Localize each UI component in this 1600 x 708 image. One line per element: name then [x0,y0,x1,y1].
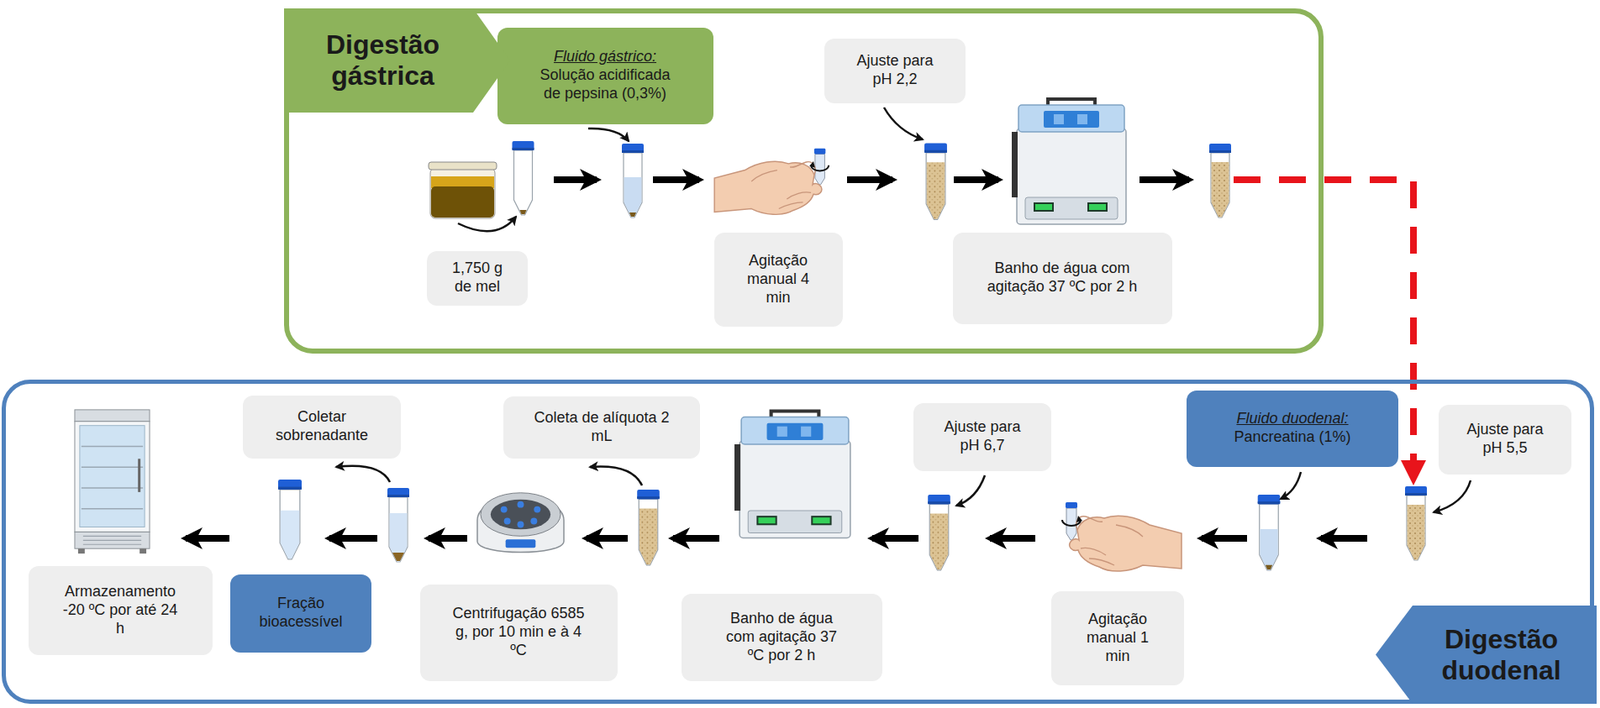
tube [1209,143,1232,218]
step-box: Fluido duodenal:Pancreatina (1%) [1186,390,1399,468]
step-box: Banho de água com agitação 37 ºC por 2 h [681,594,883,682]
box-text: Coletar sobrenadante [271,408,373,446]
pointer-arrow [1433,480,1471,513]
tube [621,143,644,218]
pointer-arrow [336,466,390,483]
illustration-part [430,168,495,219]
centrifuge [477,493,564,553]
flow-arrow [586,535,628,543]
pointer-arrow [589,466,643,486]
stage-panel: Digestão duodenal Ajuste para pH 5,5 Fluid… [1,379,1595,705]
step-box: Ajuste para pH 5,5 [1438,405,1572,475]
tag-fill [1375,605,1597,705]
tube [924,143,948,221]
box-text: Banho de água com agitação 37 ºC por 2 h [721,610,842,666]
flow-arrow [953,176,999,184]
illustration-part [431,186,495,218]
step-box: Fração bioacessível [230,574,372,653]
flow-arrow [872,535,919,543]
stage-title: Digestão gástrica [309,29,457,92]
hand-shaking [1062,502,1182,572]
tube [1405,486,1427,561]
box-text: Centrifugação 6585 g, por 10 min e à 4 º… [452,605,585,661]
tube [512,141,535,216]
step-box: Agitação manual 4 min [714,232,843,327]
hand-shaking [714,148,829,216]
pointer-arrows [336,107,1471,513]
box-text: Armazenamento -20 ºC por até 24 h [57,583,183,639]
pointer-arrow [457,216,516,232]
flow-arrow [847,176,893,184]
box-text: Solução acidificada de pepsina (0,3%) [530,66,680,104]
step-box: Ajuste para pH 6,7 [913,403,1052,472]
tube [1257,494,1281,571]
pointer-arrow [956,475,985,506]
tag-fill [284,8,511,113]
box-text: 1,750 g de mel [443,259,511,297]
pointer-arrow [884,107,923,140]
step-box: Agitação manual 1 min [1051,591,1185,686]
flow-arrow [553,176,597,184]
box-text: Ajuste para pH 6,7 [935,418,1030,456]
flow-arrow [989,535,1036,543]
flow-arrow [185,535,230,543]
step-box: Armazenamento -20 ºC por até 24 h [28,566,213,656]
tube [636,489,660,566]
stage-panel: Digestão gástrica Fluido gástrico:Solução… [284,8,1324,354]
box-heading: Fluido duodenal: [1236,410,1348,429]
box-text: Coleta de alíquota 2 mL [533,409,670,447]
step-box: 1,750 g de mel [426,251,528,306]
box-text: Ajuste para pH 2,2 [847,52,943,90]
step-box: Coletar sobrenadante [242,395,401,459]
tube [927,494,951,571]
box-text: Pancreatina (1%) [1233,428,1351,448]
flow-arrow [652,176,700,184]
box-text: Agitação manual 4 min [739,252,817,308]
flow-arrow [1139,176,1190,184]
flow-arrow [428,535,468,543]
step-box: Centrifugação 6585 g, por 10 min e à 4 º… [420,584,618,682]
illustration-part [431,176,495,189]
flow-arrow [329,535,378,543]
water-bath [1011,99,1127,225]
pointer-arrow [588,128,629,142]
box-text: Ajuste para pH 5,5 [1457,421,1553,458]
flow-arrow [1201,535,1248,543]
step-box: Banho de água com agitação 37 ºC por 2 h [952,232,1173,325]
illustration-part [428,162,497,170]
step-box: Fluido gástrico:Solução acidificada de p… [497,27,714,125]
tube [387,488,410,563]
pointer-arrow [1280,472,1301,500]
step-box: Coleta de alíquota 2 mL [503,396,700,459]
water-bath [734,410,851,538]
box-text: Agitação manual 1 min [1078,610,1157,667]
box-text: Banho de água com agitação 37 ºC por 2 h [981,259,1143,297]
tube [278,479,302,560]
box-text: Fração bioacessível [254,594,348,632]
flow-arrow [1321,535,1368,543]
flow-arrows [185,179,1368,539]
stage-title: Digestão duodenal [1427,624,1575,687]
freezer [74,410,150,554]
step-box: Ajuste para pH 2,2 [824,38,966,104]
box-heading: Fluido gástrico: [553,47,657,67]
flow-arrow [673,535,720,543]
stage-tag: Digestão duodenal [1375,605,1597,705]
stage-tag: Digestão gástrica [284,8,511,113]
honey-jar [428,162,497,219]
